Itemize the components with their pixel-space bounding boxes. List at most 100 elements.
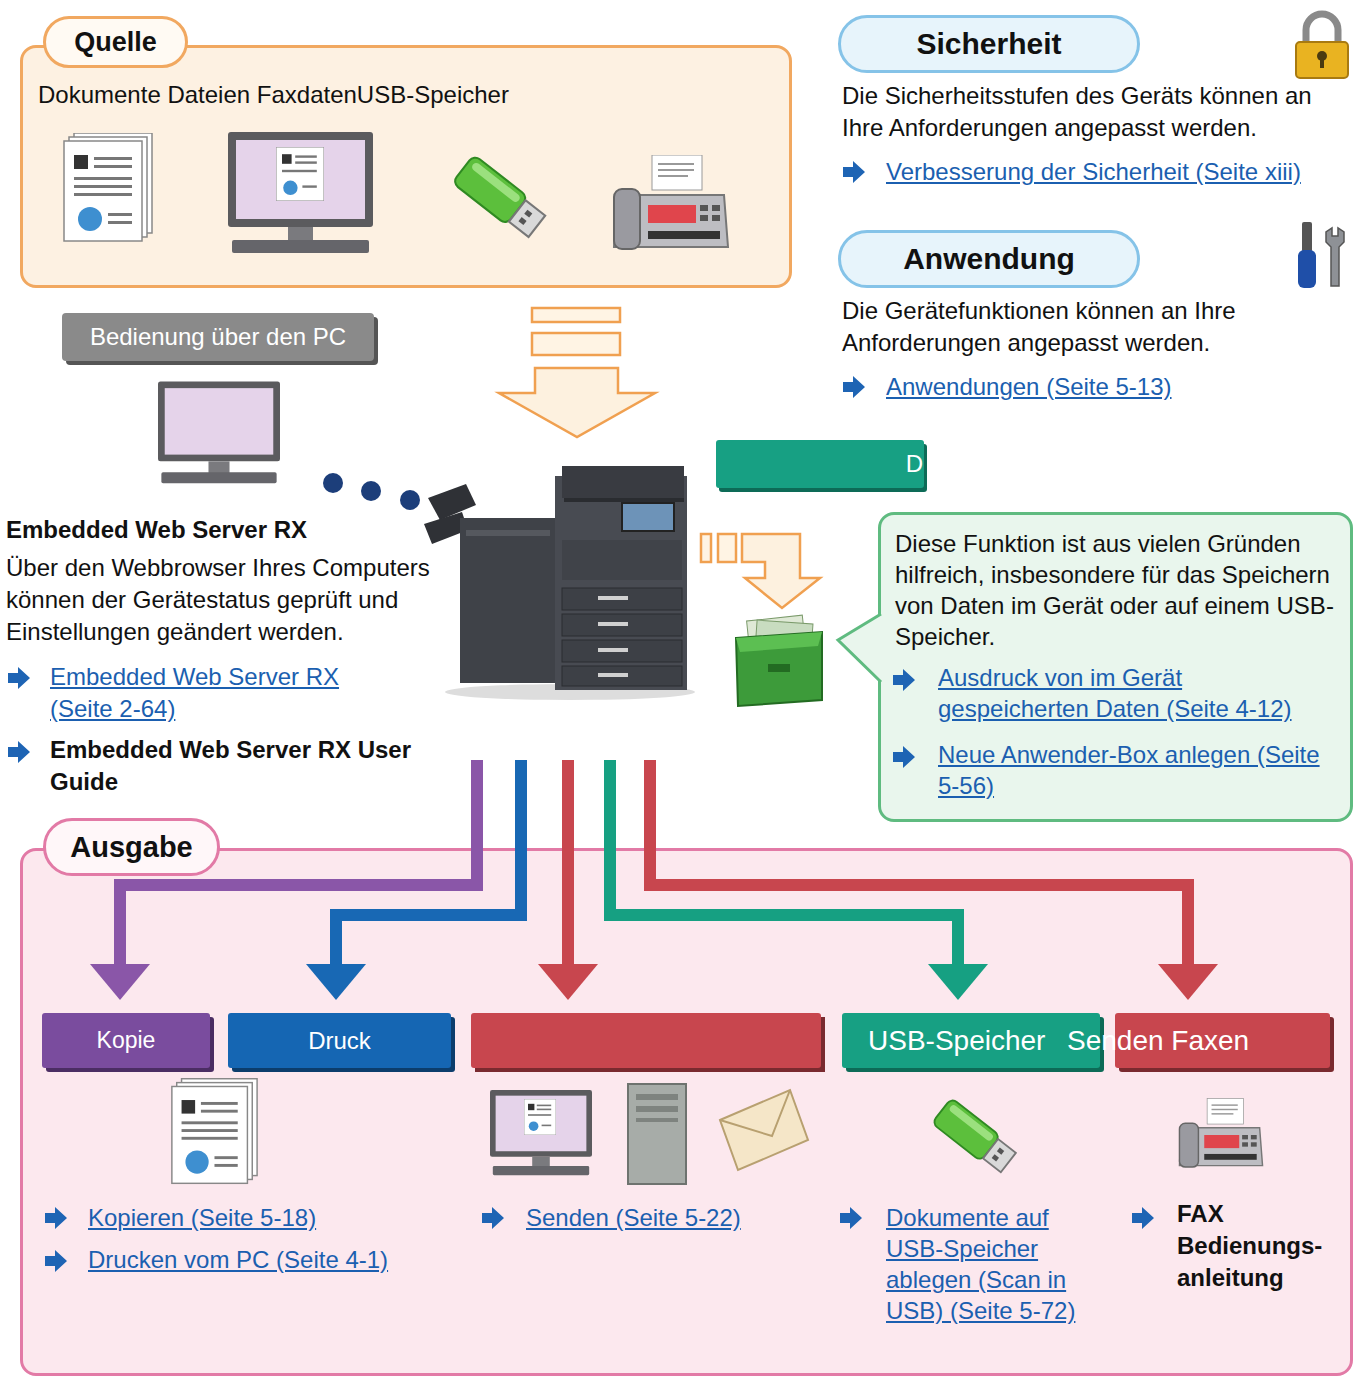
printer-illustration [562, 588, 682, 610]
printer-illustration [428, 484, 476, 520]
output-band: USB-Speicher [842, 1013, 1100, 1068]
monitor-icon [490, 1090, 592, 1175]
node-heading: Diese Funktion ist aus vielen Gründen hi… [895, 528, 1350, 652]
node-heading: Druck [308, 1027, 371, 1055]
node-text: Ausdruck von im Gerät gespeicherten Date… [938, 662, 1338, 724]
printer-illustration [562, 540, 682, 580]
pc-monitor-icon [158, 381, 280, 483]
send-band [471, 1013, 821, 1068]
document-icon [172, 1079, 257, 1184]
document-icon [64, 133, 152, 241]
arrow-heads [1158, 964, 1218, 1000]
output-arrows [610, 760, 958, 968]
usb-stick-icon [452, 155, 548, 240]
guide-reference: FAX Bedienungs- anleitung [1177, 1198, 1352, 1294]
link-arrow [893, 746, 915, 768]
output-band: Senden Faxen [1115, 1013, 1330, 1068]
link-arrow [843, 376, 865, 398]
node-heading: Senden Faxen [1067, 1025, 1249, 1057]
document-box-icon [736, 632, 822, 652]
output-band: Druck [228, 1013, 451, 1068]
monitor-icon [524, 1099, 556, 1135]
page-link: Verbesserung der Sicherheit (Seite xiii) [886, 156, 1301, 188]
page-link: Anwendungen (Seite 5-13) [886, 371, 1172, 403]
lock-icon [1317, 51, 1327, 61]
printer-illustration [598, 673, 628, 677]
connection-dots [323, 473, 343, 493]
source-panel: QuelleDokumente Dateien FaxdatenUSB-Spei… [20, 45, 792, 288]
printer-illustration [562, 466, 684, 498]
monitor-icon [228, 132, 373, 253]
arrow-heads [306, 964, 366, 1000]
envelope-icon [720, 1090, 790, 1136]
printer-illustration [598, 596, 628, 600]
link-arrow [840, 1207, 862, 1229]
link-arrow [893, 669, 915, 691]
envelope-icon [720, 1090, 808, 1170]
lock-icon [1306, 14, 1338, 45]
server-icon [636, 1106, 678, 1112]
monitor-icon [276, 147, 324, 201]
pc-monitor-icon [158, 381, 280, 483]
document-box-icon [755, 620, 813, 654]
output-band: Kopie [42, 1013, 210, 1068]
usb-stick-icon [932, 1098, 1018, 1175]
printer-illustration [460, 518, 557, 683]
store-arrow [701, 534, 711, 562]
fax-icon [1179, 1099, 1262, 1168]
server-icon [628, 1084, 686, 1184]
arrow-heads [90, 964, 150, 1000]
lock-icon [1296, 42, 1348, 78]
node-text: Dokumente Dateien FaxdatenUSB-Speicher [38, 81, 509, 109]
node-heading: USB-Speicher [868, 1025, 1045, 1057]
printer-illustration [564, 498, 684, 502]
link-arrow [45, 1250, 67, 1272]
printer-illustration [562, 666, 682, 686]
send-band [471, 1013, 825, 1072]
document-icon [172, 1079, 257, 1184]
description: Die Sicherheitsstufen des Geräts können … [842, 80, 1357, 144]
arrow-heads [90, 964, 1218, 1000]
printer-illustration [598, 622, 628, 626]
connection-dots [361, 481, 381, 501]
document-box-icon [736, 632, 822, 706]
tools-icon [1298, 250, 1316, 288]
node-text: Neue Anwender-Box anlegen (Seite 5-56) [938, 739, 1338, 801]
node-heading: Bedienung über den PC [90, 323, 346, 351]
arrow-heads [538, 964, 598, 1000]
output-arrows [120, 760, 1188, 968]
link-arrow [1132, 1207, 1154, 1229]
tools-icon [1302, 222, 1312, 252]
pc-operation-box: Bedienung über den PC [62, 313, 374, 361]
page-link: Senden (Seite 5-22) [526, 1202, 741, 1234]
callout-pointer [838, 612, 884, 684]
description: Über den Webbrowser Ihres Computers könn… [6, 552, 481, 648]
page-link: Dokumente auf USB-Speicher ablegen (Scan… [886, 1202, 1104, 1326]
node-heading: Sicherheit [916, 27, 1061, 61]
link-arrow [8, 741, 30, 763]
lock-icon [1296, 14, 1348, 78]
callout-pointer [838, 612, 884, 684]
link-arrow [45, 1207, 67, 1229]
store-arrow [742, 534, 820, 608]
guide-reference: Embedded Web Server RX User Guide [50, 734, 470, 798]
printer-illustration [424, 466, 695, 700]
printer-illustration [562, 614, 682, 636]
usb-stick-icon [932, 1098, 1018, 1175]
page-link: Embedded Web Server RX (Seite 2-64) [50, 661, 390, 725]
lock-icon [1320, 58, 1324, 68]
fax-icon [614, 155, 728, 249]
link-arrow [8, 161, 1154, 1272]
printer-illustration [424, 512, 468, 544]
document-box-icon [747, 615, 806, 651]
usb-stick-icon [452, 155, 548, 240]
description: Die Gerätefunktionen können an Ihre Anfo… [842, 295, 1357, 359]
server-icon [636, 1094, 678, 1100]
output-arrows [120, 760, 477, 968]
connection-dots [323, 473, 420, 510]
page-link: Kopieren (Seite 5-18) [88, 1202, 316, 1234]
printer-illustration [555, 476, 687, 690]
connection-dots [400, 490, 420, 510]
storage-band: D [716, 440, 924, 488]
